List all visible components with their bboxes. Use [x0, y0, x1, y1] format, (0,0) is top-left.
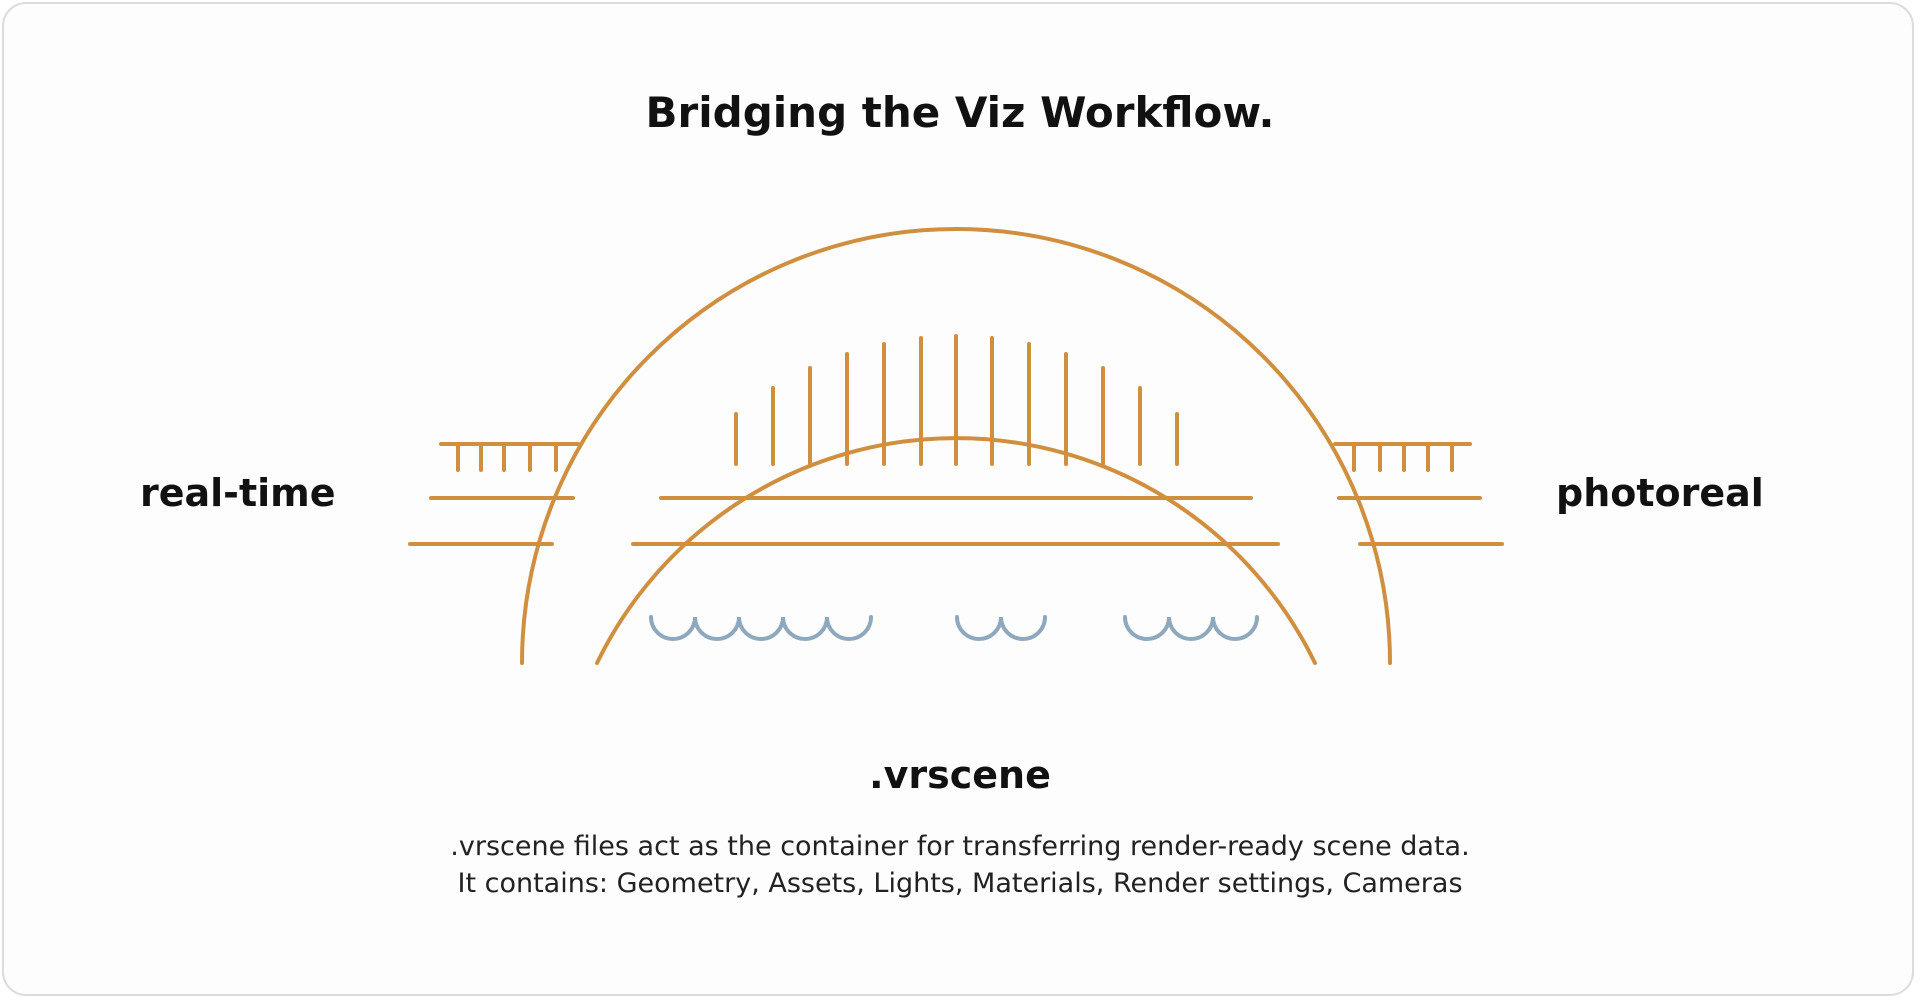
right-label: photoreal: [1556, 471, 1764, 515]
bridge-arch-icon: [408, 227, 1504, 665]
left-approach: [408, 442, 580, 546]
water-waves-icon: [649, 615, 1259, 641]
right-approach: [1333, 442, 1504, 546]
arch-hangers: [734, 334, 1179, 466]
outer-arch: [520, 227, 1392, 665]
description: .vrscene files act as the container for …: [0, 828, 1920, 902]
wave-group-left: [649, 615, 873, 641]
description-line-1: .vrscene files act as the container for …: [450, 831, 1470, 862]
vrscene-label: .vrscene: [869, 753, 1051, 797]
left-label: real-time: [140, 471, 336, 515]
description-line-2: It contains: Geometry, Assets, Lights, M…: [457, 868, 1463, 899]
wave-group-right: [1123, 615, 1259, 641]
wave-group-middle: [955, 615, 1047, 641]
diagram-title: Bridging the Viz Workflow.: [645, 88, 1275, 137]
